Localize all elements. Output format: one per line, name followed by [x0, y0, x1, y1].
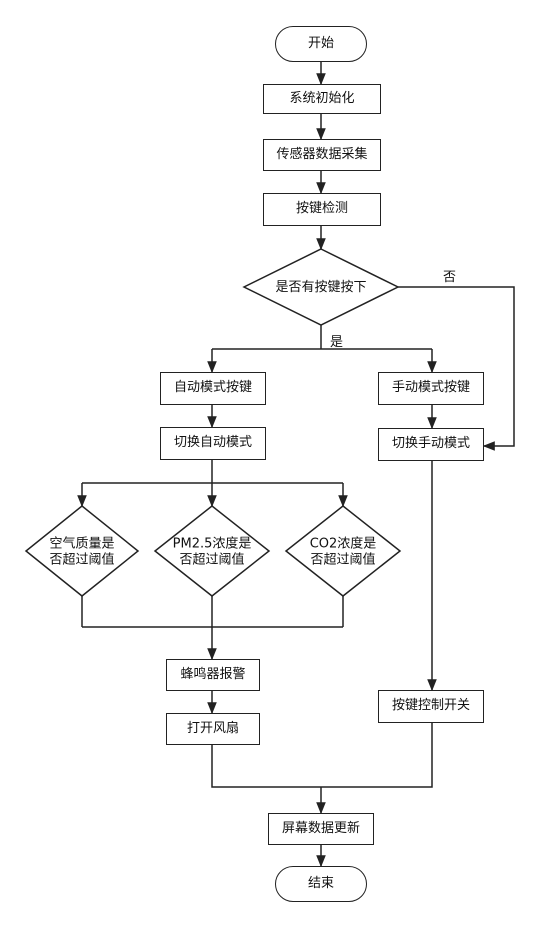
start-terminal: 开始 — [275, 26, 367, 62]
check-pm-line1: PM2.5浓度是 — [172, 536, 252, 552]
edge-label-no: 否 — [443, 270, 457, 285]
arrow-no-branch — [398, 286, 515, 451]
process-key-switch: 按键控制开关 — [378, 690, 484, 723]
connector-fan-merge — [211, 723, 433, 788]
check-air-line1: 空气质量是 — [49, 536, 115, 552]
process-screen-update: 屏幕数据更新 — [268, 813, 374, 845]
end-terminal: 结束 — [275, 866, 367, 902]
check-co2-line2: 否超过阈值 — [310, 552, 376, 567]
edge-label-yes: 是 — [330, 335, 344, 350]
process-alarm: 蜂鸣器报警 — [166, 659, 260, 691]
process-fan-on: 打开风扇 — [166, 713, 260, 745]
decision-key-label: 是否有按键按下 — [275, 280, 367, 296]
process-switch-manual: 切换手动模式 — [378, 428, 484, 461]
process-auto-key: 自动模式按键 — [160, 372, 266, 405]
check-pm-line2: 否超过阈值 — [179, 552, 245, 567]
process-manual-key: 手动模式按键 — [378, 372, 484, 405]
check-air-line2: 否超过阈值 — [49, 552, 115, 567]
process-init: 系统初始化 — [263, 84, 381, 114]
check-pm-label: PM2.5浓度是 否超过阈值 — [173, 536, 252, 567]
check-co2-label: CO2浓度是 否超过阈值 — [310, 536, 377, 567]
process-collect: 传感器数据采集 — [263, 139, 381, 171]
process-switch-auto: 切换自动模式 — [160, 427, 266, 460]
check-air-label: 空气质量是 否超过阈值 — [49, 536, 114, 567]
process-key-detect: 按键检测 — [263, 193, 381, 226]
check-co2-line1: CO2浓度是 — [309, 536, 377, 552]
